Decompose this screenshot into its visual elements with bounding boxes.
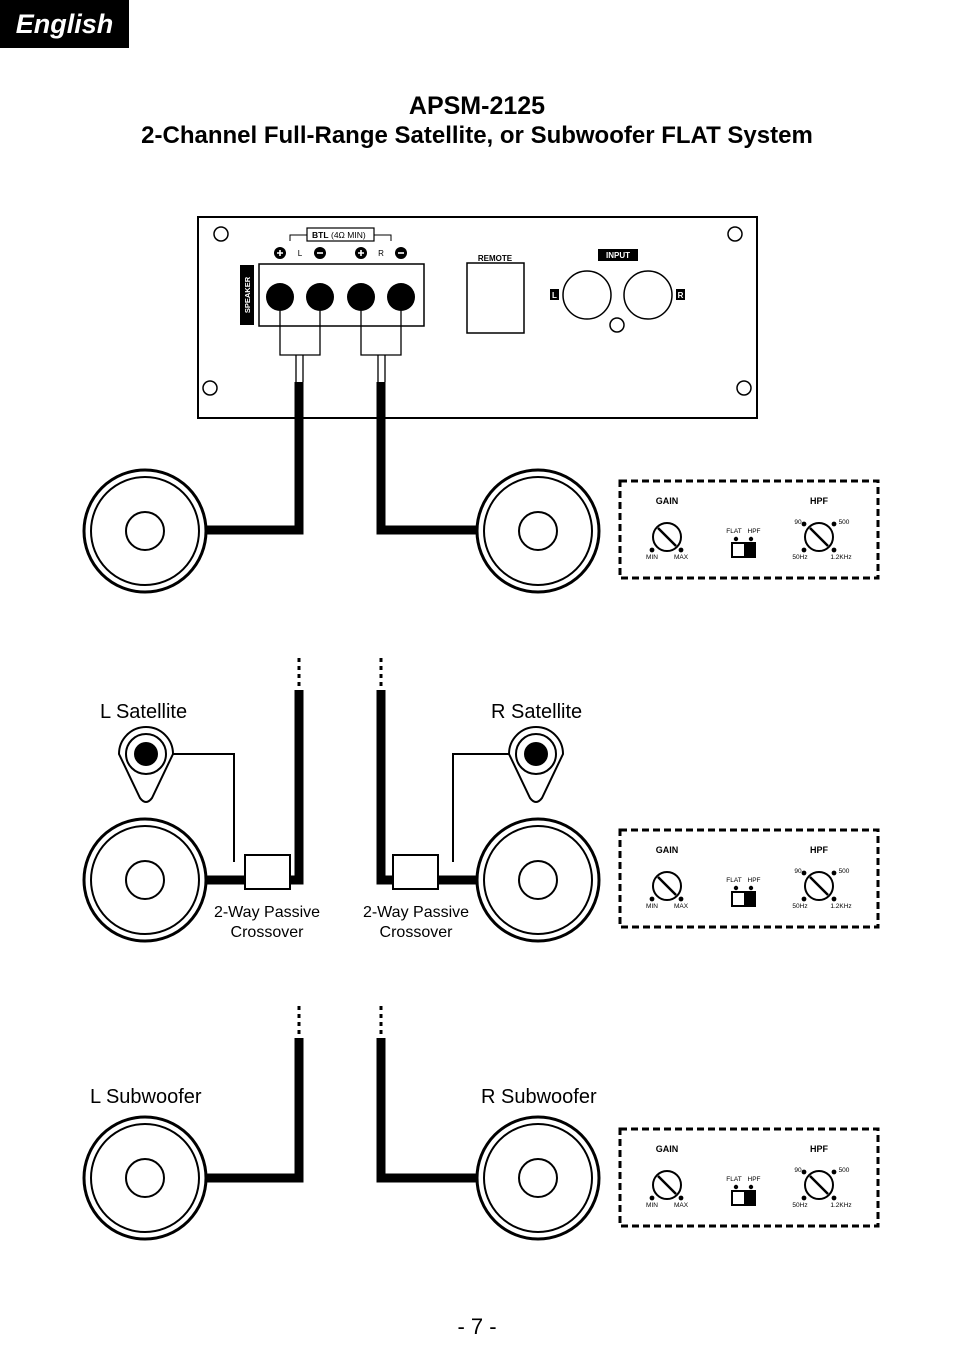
input-right-jack xyxy=(623,270,673,320)
subwoofer-section: L Subwoofer R Subwoofer xyxy=(82,1006,880,1241)
right-crossover xyxy=(392,854,439,890)
right-woofer xyxy=(475,817,601,943)
model-title: APSM-2125 xyxy=(408,92,546,120)
btl-label: BTL xyxy=(312,230,329,240)
speaker-label: SPEAKER xyxy=(243,276,252,313)
left-channel-label: L xyxy=(298,249,303,258)
left-subwoofer xyxy=(82,1115,208,1241)
right-channel-label: R xyxy=(378,249,384,258)
control-panel xyxy=(618,479,880,580)
page-number: - 7 - xyxy=(457,1314,497,1339)
satellite-section: L Satellite R Satellite 2-Way Passive Cr… xyxy=(82,658,880,943)
input-left-label: L xyxy=(552,291,557,300)
right-woofer xyxy=(475,468,601,594)
control-panel xyxy=(618,1127,880,1228)
right-tweeter xyxy=(508,726,564,803)
input-right-label: R xyxy=(678,291,684,300)
left-crossover-label: 2-Way Passive xyxy=(214,904,320,921)
l-satellite-label: L Satellite xyxy=(100,701,187,723)
remote-terminal xyxy=(466,262,525,334)
language-tab: English xyxy=(0,0,129,48)
right-subwoofer xyxy=(475,1115,601,1241)
speaker-terminal xyxy=(387,283,415,311)
left-tweeter xyxy=(118,726,174,803)
right-crossover-label: 2-Way Passive xyxy=(363,904,469,921)
amplifier-panel: SPEAKER BTL (4Ω MIN) L R REMOTE INPUT L xyxy=(197,216,758,419)
input-label: INPUT xyxy=(606,251,630,260)
left-woofer xyxy=(82,817,208,943)
speaker-terminal xyxy=(306,283,334,311)
left-woofer xyxy=(82,468,208,594)
r-subwoofer-label: R Subwoofer xyxy=(481,1086,597,1108)
input-left-jack xyxy=(562,270,612,320)
speaker-terminal xyxy=(266,283,294,311)
r-satellite-label: R Satellite xyxy=(491,701,582,723)
page-subtitle: 2-Channel Full-Range Satellite, or Subwo… xyxy=(141,122,813,149)
l-subwoofer-label: L Subwoofer xyxy=(90,1086,202,1108)
left-crossover-label: Crossover xyxy=(231,924,305,941)
btl-spec: (4Ω MIN) xyxy=(331,230,366,240)
remote-label: REMOTE xyxy=(478,254,513,263)
speaker-terminal xyxy=(347,283,375,311)
full-range-section xyxy=(82,382,880,594)
left-crossover xyxy=(244,854,291,890)
right-crossover-label: Crossover xyxy=(380,924,454,941)
control-panel xyxy=(618,828,880,929)
